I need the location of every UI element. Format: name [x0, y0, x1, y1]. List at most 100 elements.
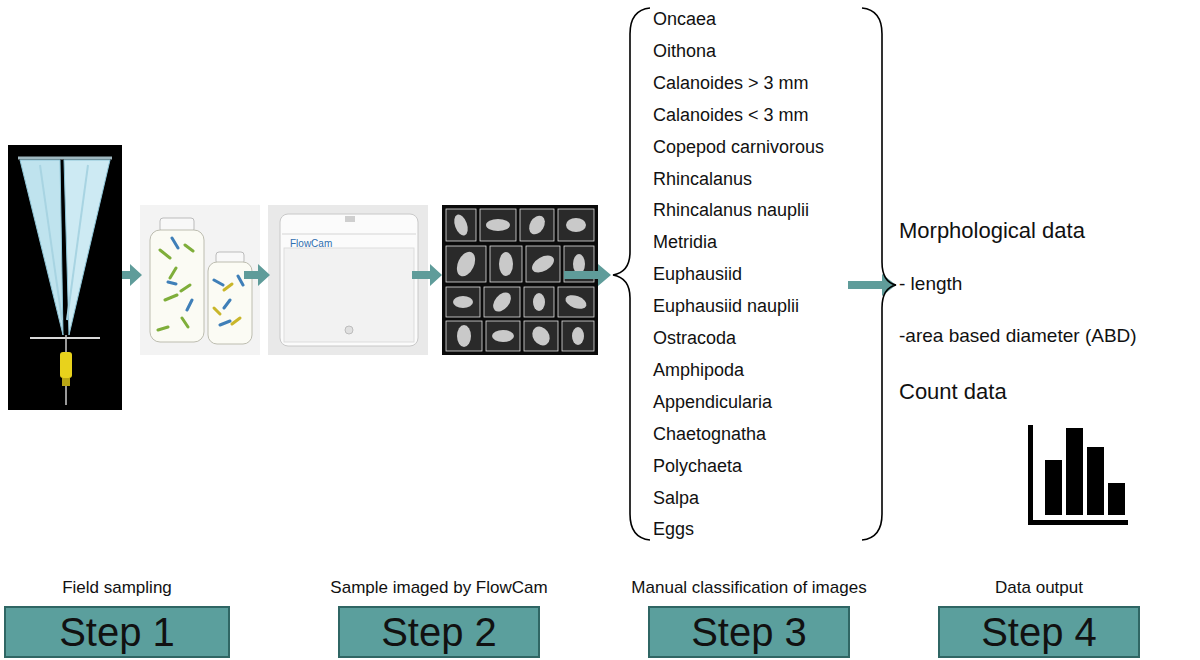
flowcam-instrument	[268, 205, 428, 355]
right-brace	[862, 8, 896, 540]
image-tile	[446, 246, 486, 282]
image-tile	[486, 321, 520, 351]
step-label: Step 1	[59, 610, 175, 654]
step-box: Data outputStep 4	[938, 578, 1140, 658]
taxon-class: Eggs	[653, 519, 694, 540]
step-caption: Data output	[995, 578, 1083, 598]
zooplankton-image	[492, 330, 514, 342]
net-cone	[20, 160, 63, 335]
chart-bar	[1108, 483, 1125, 515]
plankton-doodle	[168, 238, 243, 325]
taxon-class: Oithona	[653, 41, 716, 62]
taxon-class: Salpa	[653, 488, 699, 509]
plankton-net	[8, 145, 122, 410]
step-caption: Manual classification of images	[631, 578, 866, 598]
cod-end	[62, 378, 70, 386]
step-box-frame: Step 2	[338, 606, 540, 658]
zooplankton-image	[452, 213, 471, 238]
zooplankton-image	[529, 323, 554, 349]
zooplankton-image	[529, 252, 557, 276]
net-ring	[18, 157, 112, 160]
zooplankton-image	[453, 249, 478, 279]
image-tile	[526, 246, 560, 282]
image-tile	[446, 321, 482, 351]
taxon-class: Ostracoda	[653, 328, 736, 349]
image-gallery	[442, 205, 598, 355]
image-tile	[484, 287, 520, 317]
step-box-frame: Step 1	[4, 606, 230, 658]
taxon-class: Chaetognatha	[653, 424, 766, 445]
taxon-class: Calanoides < 3 mm	[653, 105, 809, 126]
step-label: Step 2	[381, 610, 497, 654]
net-seam	[40, 165, 62, 320]
chart-axis	[1028, 425, 1033, 525]
plankton-doodle	[158, 245, 193, 330]
taxon-class: Copepod carnivorous	[653, 137, 824, 158]
zooplankton-image	[566, 218, 586, 232]
zooplankton-image	[499, 252, 513, 276]
sample-bottles	[140, 205, 260, 355]
image-tile	[446, 287, 480, 317]
cod-end	[60, 352, 72, 378]
taxon-class: Appendicularia	[653, 392, 772, 413]
taxon-class: Oncaea	[653, 9, 716, 30]
flow-arrow	[564, 264, 611, 286]
taxon-class: Polychaeta	[653, 456, 742, 477]
step-box-frame: Step 4	[938, 606, 1140, 658]
taxon-class: Rhincalanus nauplii	[653, 200, 809, 221]
power-button	[345, 326, 353, 334]
instrument-edge	[282, 234, 416, 235]
zooplankton-image	[486, 219, 510, 231]
step-box-frame: Step 3	[648, 606, 850, 658]
flow-arrow	[412, 264, 442, 286]
taxon-class: Euphausiid	[653, 264, 742, 285]
chart-bar	[1087, 447, 1104, 515]
image-tile	[446, 209, 476, 241]
flow-arrow	[848, 274, 896, 296]
zooplankton-image	[490, 289, 515, 315]
output-heading: Count data	[899, 379, 1007, 404]
net-seam	[67, 165, 88, 320]
step-box: Sample imaged by FlowCamStep 2	[330, 578, 548, 658]
zooplankton-image	[453, 296, 473, 308]
image-tile	[490, 246, 522, 282]
chart-bar	[1045, 460, 1062, 515]
instrument-front	[284, 248, 414, 342]
left-brace	[613, 8, 650, 540]
photo-ground	[442, 205, 598, 355]
image-tile	[558, 209, 594, 241]
zooplankton-image	[457, 325, 471, 347]
step-label: Step 3	[691, 610, 807, 654]
net-cone	[64, 160, 110, 335]
flow-arrow	[244, 264, 270, 286]
output-heading: Morphological data	[899, 218, 1085, 243]
taxon-class: Rhincalanus	[653, 169, 752, 190]
photo-ground	[140, 205, 260, 355]
zooplankton-image	[564, 293, 589, 312]
instrument-body	[280, 214, 418, 346]
image-tile	[480, 209, 516, 241]
device-brand: FlowCam	[290, 238, 332, 250]
taxon-class: Euphausiid nauplii	[653, 296, 799, 317]
bar-chart-icon	[1028, 425, 1128, 525]
zooplankton-image	[572, 327, 584, 345]
taxon-class: Amphipoda	[653, 360, 744, 381]
net-bar	[30, 337, 100, 339]
step-box: Field samplingStep 1	[4, 578, 230, 658]
image-tile	[520, 209, 554, 241]
plankton-doodle	[214, 284, 240, 324]
image-tile	[524, 287, 554, 317]
chart-axis	[1028, 520, 1128, 525]
image-tile	[524, 321, 558, 351]
image-tile	[562, 321, 594, 351]
step-box: Manual classification of imagesStep 3	[631, 578, 867, 658]
taxon-class: Metridia	[653, 232, 717, 253]
chart-bar	[1066, 428, 1083, 515]
flow-arrow	[122, 264, 142, 286]
step-caption: Field sampling	[62, 578, 172, 598]
photo-ground	[268, 205, 428, 355]
zooplankton-image	[526, 213, 548, 237]
output-item: -area based diameter (ABD)	[899, 325, 1137, 347]
taxon-class: Calanoides > 3 mm	[653, 73, 809, 94]
